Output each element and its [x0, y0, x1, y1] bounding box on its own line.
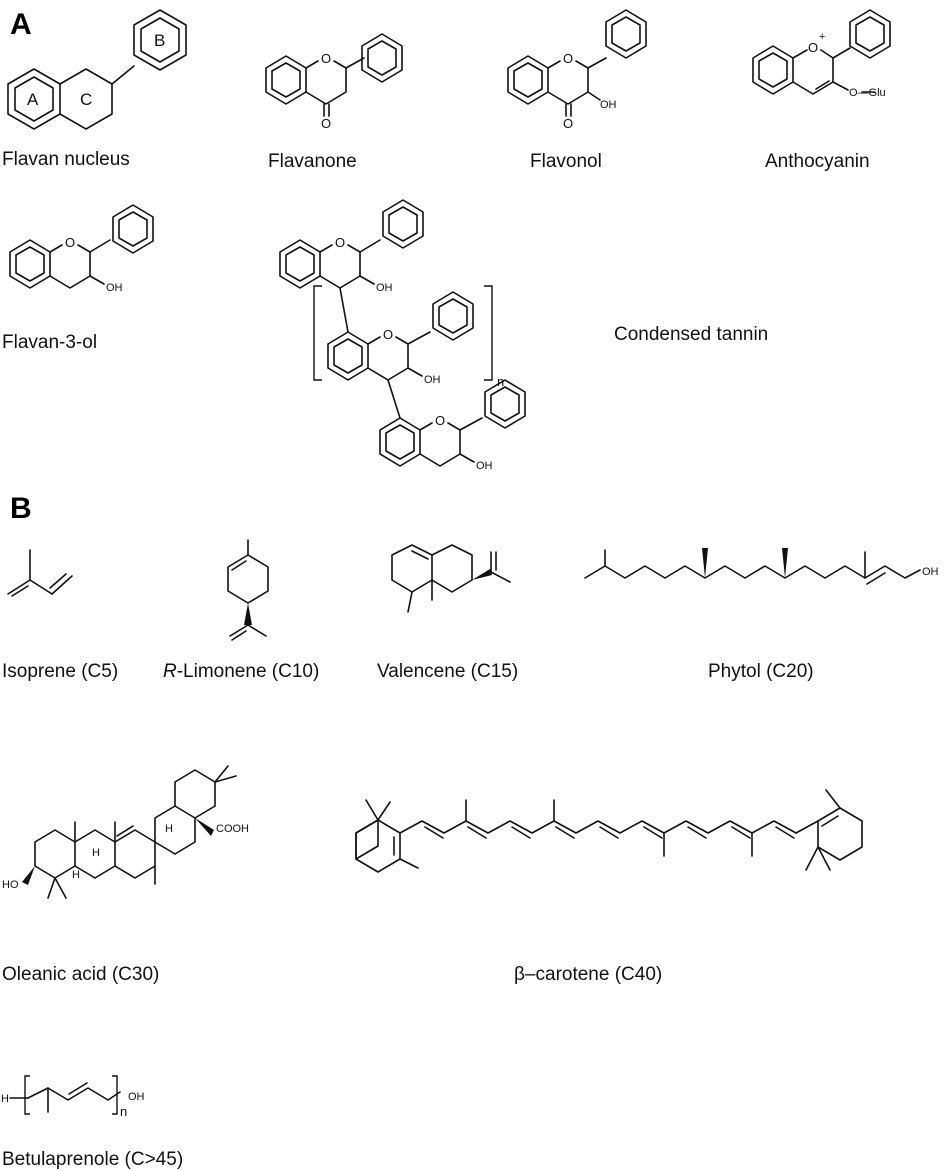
flavan-3-ol-structure: O OH [9, 204, 154, 294]
oleanic-h-1: H [92, 847, 100, 859]
limonene-name: -Limonene (C10) [177, 661, 320, 682]
panel-label-a: A [10, 8, 32, 41]
oleanic-acid-structure: COOH HO H H H [2, 765, 249, 899]
limonene-structure [227, 539, 269, 641]
betulaprenole-hydroxyl: OH [128, 1091, 145, 1103]
tannin-bottom-hydroxyl: OH [476, 460, 493, 472]
caption-flavanone: Flavanone [268, 151, 357, 172]
caption-limonene: R-Limonene (C10) [163, 661, 319, 682]
phytol-hydroxyl: OH [922, 566, 939, 578]
betulaprenole-repeat-n: n [120, 1104, 127, 1119]
anthocyanin-ring-oxygen: O [808, 40, 818, 55]
oleanic-hydroxyl: HO [2, 879, 19, 891]
flavanone-carbonyl-oxygen: O [321, 116, 331, 131]
caption-isoprene: Isoprene (C5) [2, 661, 118, 682]
tannin-middle-ring-oxygen: O [383, 327, 393, 342]
flavan-3-ol-ring-oxygen: O [65, 235, 75, 250]
ring-label-a: A [27, 90, 39, 109]
ring-label-b: B [154, 31, 165, 50]
oleanic-h-2: H [72, 869, 80, 881]
anthocyanin-positive-charge: + [819, 31, 825, 43]
oleanic-h-3: H [165, 823, 173, 835]
flavonol-carbonyl-oxygen: O [563, 116, 573, 131]
panel-label-b: B [10, 492, 32, 525]
caption-oleanic-acid: Oleanic acid (C30) [2, 964, 159, 985]
anthocyanin-glucoside: O—Glu [849, 87, 886, 99]
tannin-bottom-ring-oxygen: O [435, 413, 445, 428]
flavan-nucleus-structure: A C B [7, 9, 187, 130]
betulaprenole-h: H [1, 1093, 9, 1105]
flavonol-ring-oxygen: O [563, 51, 573, 66]
caption-beta-carotene: β–carotene (C40) [514, 964, 662, 985]
caption-phytol: Phytol (C20) [708, 661, 814, 682]
valencene-structure [391, 544, 511, 613]
isoprene-structure [7, 549, 73, 597]
flavanone-ring-oxygen: O [321, 51, 331, 66]
caption-flavonol: Flavonol [530, 151, 602, 172]
tannin-middle-hydroxyl: OH [424, 374, 441, 386]
caption-anthocyanin: Anthocyanin [765, 151, 870, 172]
caption-flavan-3-ol: Flavan-3-ol [2, 332, 97, 353]
caption-condensed-tannin: Condensed tannin [614, 324, 768, 345]
flavonol-hydroxyl: OH [600, 99, 617, 111]
oleanic-carboxyl: COOH [216, 823, 249, 835]
betulaprenole-structure: H n OH [1, 1075, 145, 1119]
flavan-3-ol-hydroxyl: OH [106, 282, 123, 294]
ring-label-c: C [80, 90, 92, 109]
caption-valencene: Valencene (C15) [377, 661, 518, 682]
caption-flavan-nucleus: Flavan nucleus [2, 149, 130, 170]
flavanone-structure: O O [265, 33, 403, 131]
beta-carotene-structure [355, 789, 863, 873]
phytol-structure: OH [584, 548, 939, 585]
tannin-repeat-n: n [497, 374, 504, 389]
condensed-tannin-structure: O OH n O OH O OH [279, 199, 526, 472]
caption-betulaprenole: Betulaprenole (C>45) [2, 1149, 183, 1170]
tannin-top-hydroxyl: OH [376, 282, 393, 294]
tannin-top-ring-oxygen: O [335, 235, 345, 250]
anthocyanin-structure: O + O—Glu [752, 9, 891, 99]
limonene-r-prefix: R [163, 661, 177, 682]
flavonol-structure: O O OH [507, 9, 647, 131]
